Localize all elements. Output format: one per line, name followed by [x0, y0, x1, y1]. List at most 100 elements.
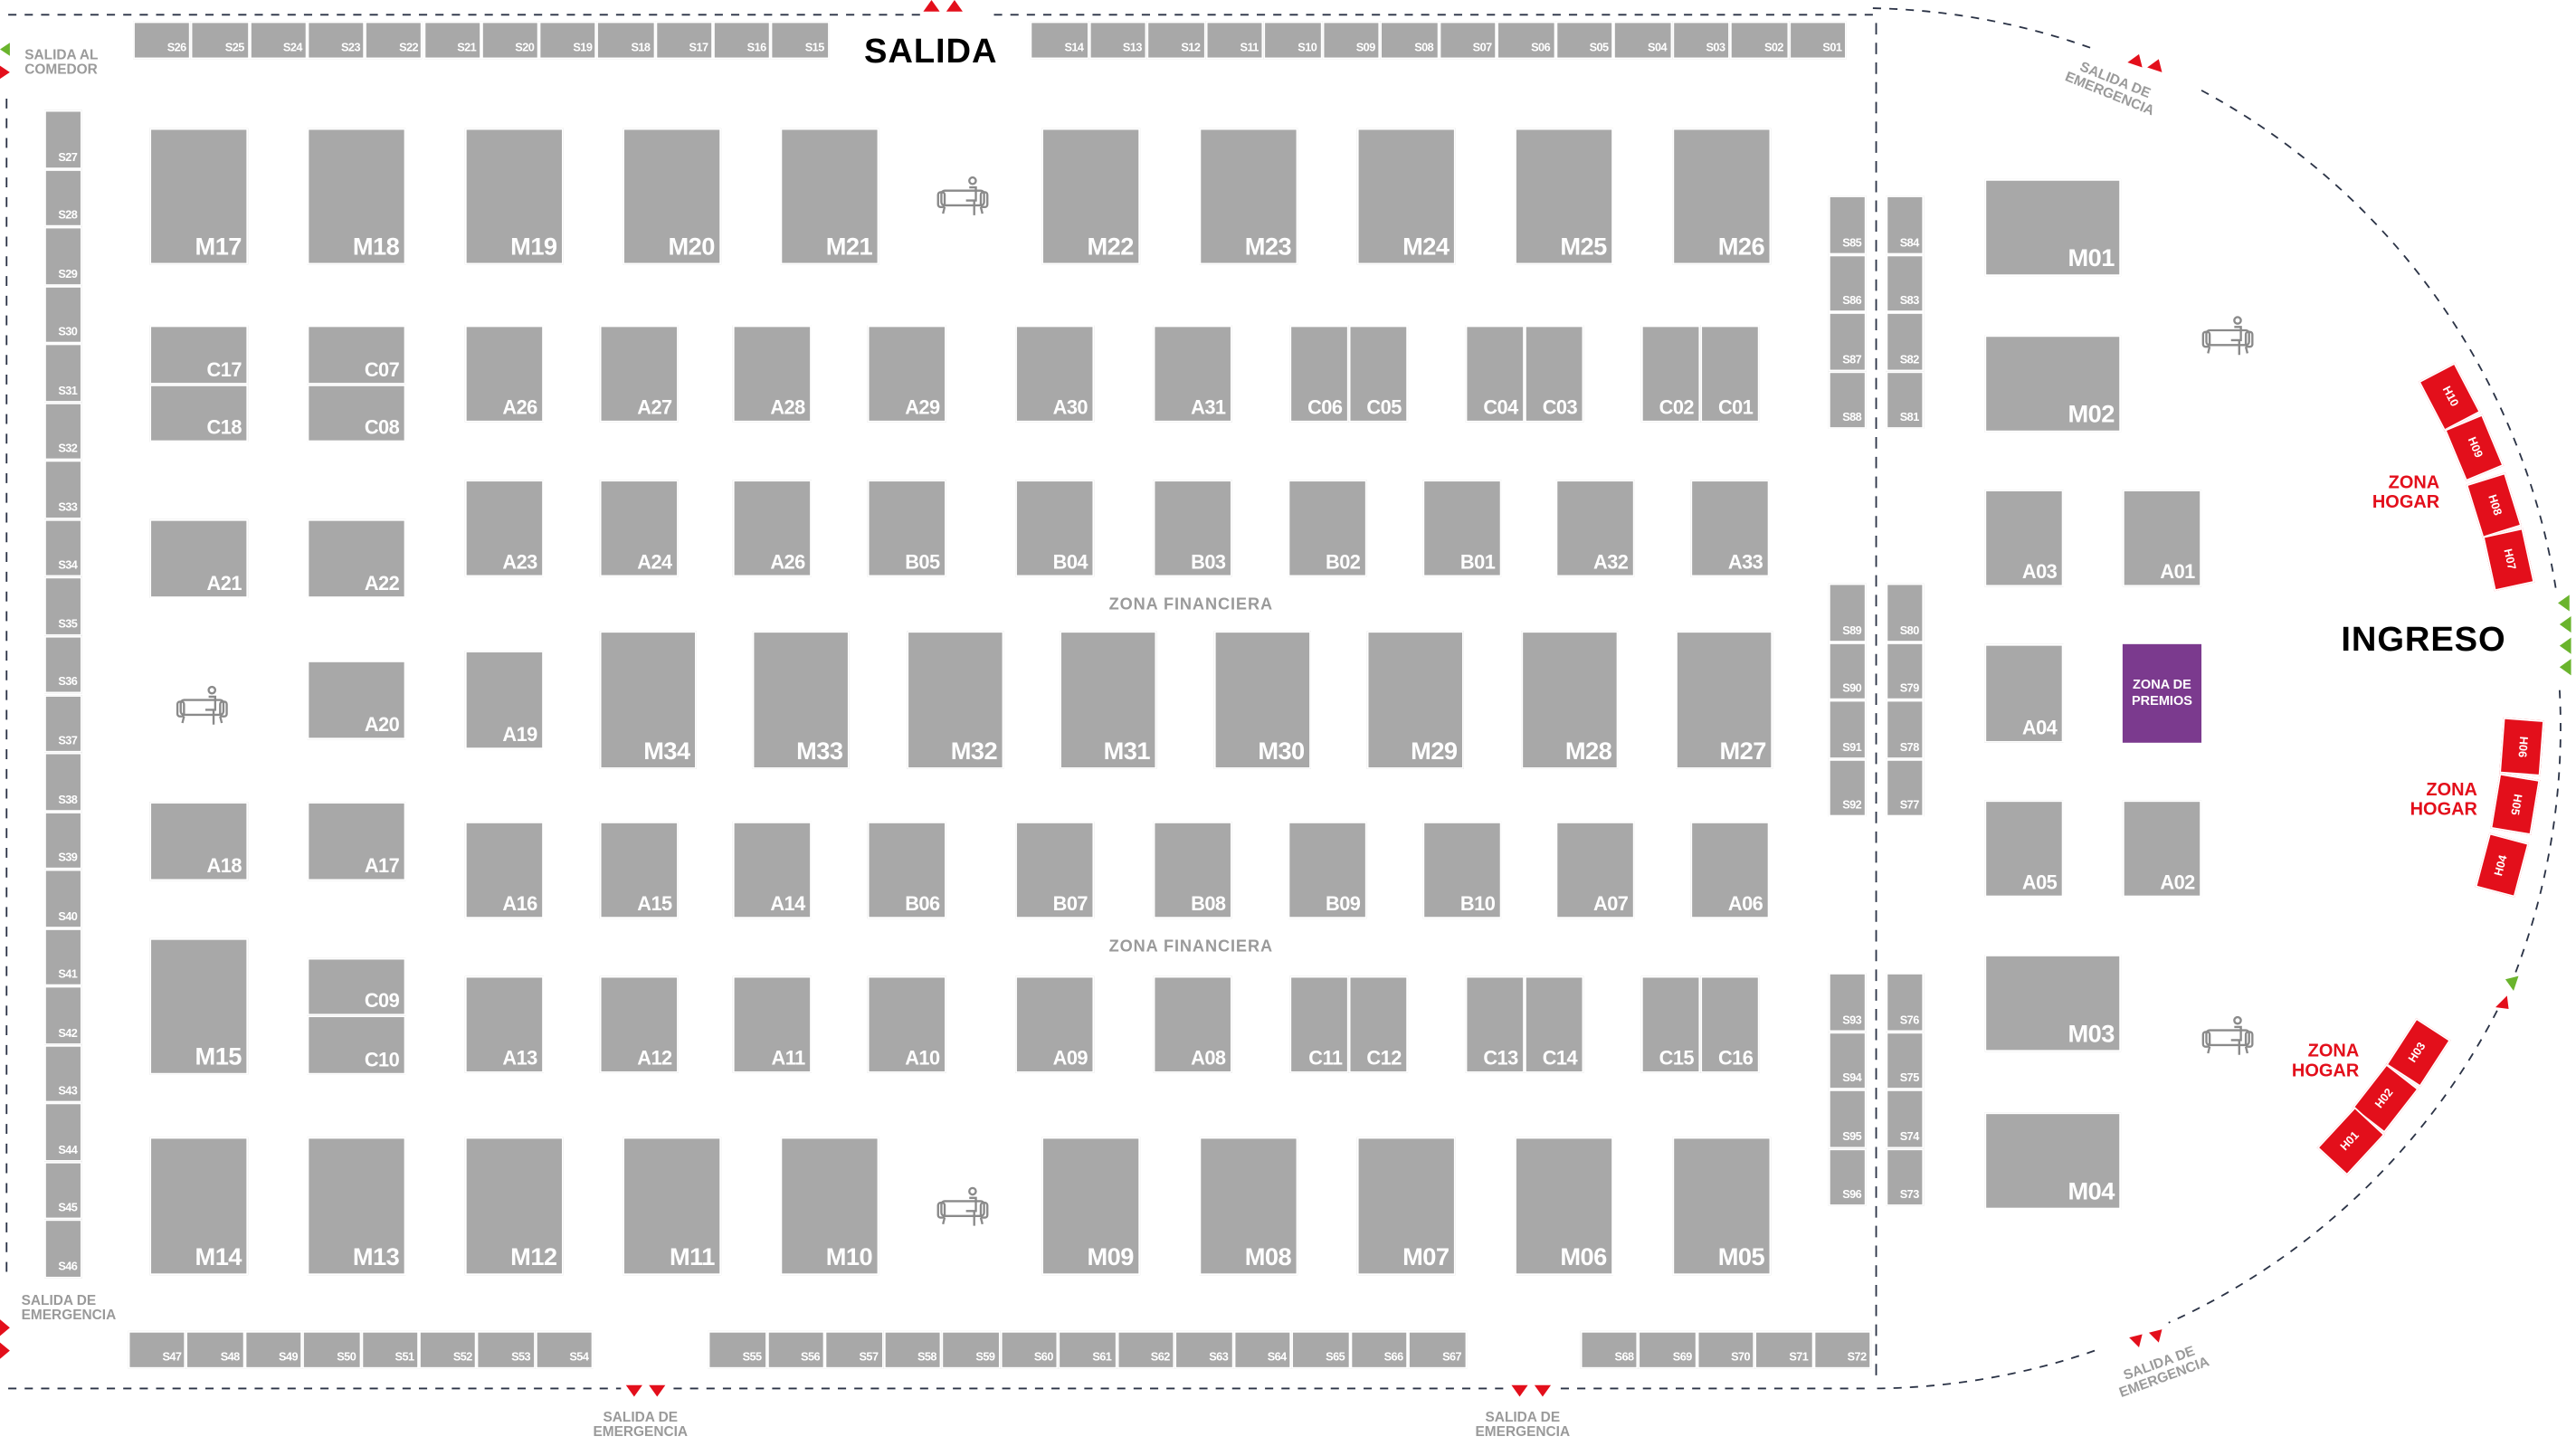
booth-s02[interactable]: S02: [1729, 21, 1789, 60]
booth-s06[interactable]: S06: [1497, 21, 1555, 60]
booth-s68[interactable]: S68: [1580, 1330, 1639, 1369]
booth-s60[interactable]: S60: [999, 1330, 1059, 1369]
booth-s35[interactable]: S35: [44, 577, 82, 636]
booth-c05[interactable]: C05: [1348, 325, 1409, 423]
booth-m14[interactable]: M14: [149, 1137, 249, 1276]
booth-m04[interactable]: M04: [1984, 1112, 2122, 1210]
booth-s80[interactable]: S80: [1886, 583, 1925, 642]
booth-a14[interactable]: A14: [732, 821, 812, 919]
booth-s83[interactable]: S83: [1886, 253, 1925, 313]
booth-s48[interactable]: S48: [185, 1330, 245, 1369]
booth-m25[interactable]: M25: [1515, 128, 1614, 265]
booth-s50[interactable]: S50: [302, 1330, 361, 1369]
booth-s20[interactable]: S20: [480, 21, 539, 60]
booth-b05[interactable]: B05: [867, 480, 946, 577]
booth-s16[interactable]: S16: [713, 21, 772, 60]
booth-s91[interactable]: S91: [1828, 699, 1867, 759]
booth-b03[interactable]: B03: [1153, 480, 1232, 577]
booth-s67[interactable]: S67: [1408, 1330, 1467, 1369]
booth-a28[interactable]: A28: [732, 325, 812, 423]
booth-s45[interactable]: S45: [44, 1161, 82, 1221]
booth-m03[interactable]: M03: [1984, 955, 2122, 1052]
booth-a17[interactable]: A17: [307, 802, 406, 881]
booth-m05[interactable]: M05: [1672, 1137, 1772, 1276]
booth-s74[interactable]: S74: [1886, 1089, 1925, 1148]
booth-s64[interactable]: S64: [1232, 1330, 1292, 1369]
booth-a07[interactable]: A07: [1555, 821, 1635, 919]
booth-m30[interactable]: M30: [1213, 631, 1311, 769]
booth-a08[interactable]: A08: [1153, 975, 1232, 1073]
booth-c03[interactable]: C03: [1524, 325, 1584, 423]
booth-a10[interactable]: A10: [867, 975, 946, 1073]
booth-s71[interactable]: S71: [1754, 1330, 1813, 1369]
booth-s23[interactable]: S23: [307, 21, 366, 60]
booth-m09[interactable]: M09: [1041, 1137, 1141, 1276]
booth-s36[interactable]: S36: [44, 635, 82, 695]
booth-s73[interactable]: S73: [1886, 1147, 1925, 1206]
booth-a04[interactable]: A04: [1984, 643, 2064, 743]
booth-s43[interactable]: S43: [44, 1044, 82, 1104]
booth-s17[interactable]: S17: [654, 21, 713, 60]
booth-s55[interactable]: S55: [708, 1330, 767, 1369]
booth-a02[interactable]: A02: [2122, 800, 2202, 898]
booth-c13[interactable]: C13: [1465, 975, 1525, 1073]
booth-c02[interactable]: C02: [1640, 325, 1701, 423]
booth-c16[interactable]: C16: [1700, 975, 1760, 1073]
booth-s01[interactable]: S01: [1788, 21, 1847, 60]
booth-a24[interactable]: A24: [599, 480, 679, 577]
booth-s59[interactable]: S59: [941, 1330, 1000, 1369]
booth-s09[interactable]: S09: [1321, 21, 1381, 60]
booth-a21[interactable]: A21: [149, 518, 249, 598]
booth-m28[interactable]: M28: [1521, 631, 1619, 769]
booth-s84[interactable]: S84: [1886, 195, 1925, 254]
booth-s76[interactable]: S76: [1886, 973, 1925, 1032]
booth-a03[interactable]: A03: [1984, 490, 2064, 587]
booth-m33[interactable]: M33: [752, 631, 850, 769]
booth-c10[interactable]: C10: [307, 1015, 406, 1075]
booth-s63[interactable]: S63: [1174, 1330, 1233, 1369]
booth-s28[interactable]: S28: [44, 168, 82, 227]
booth-s89[interactable]: S89: [1828, 583, 1867, 642]
booth-m11[interactable]: M11: [623, 1137, 722, 1276]
booth-m26[interactable]: M26: [1672, 128, 1772, 265]
booth-s88[interactable]: S88: [1828, 370, 1867, 429]
booth-m12[interactable]: M12: [464, 1137, 564, 1276]
booth-m34[interactable]: M34: [599, 631, 697, 769]
booth-a20[interactable]: A20: [307, 660, 406, 740]
booth-c08[interactable]: C08: [307, 384, 406, 442]
booth-s31[interactable]: S31: [44, 343, 82, 403]
booth-s94[interactable]: S94: [1828, 1031, 1867, 1089]
booth-a15[interactable]: A15: [599, 821, 679, 919]
booth-s42[interactable]: S42: [44, 985, 82, 1045]
booth-s93[interactable]: S93: [1828, 973, 1867, 1032]
booth-s37[interactable]: S37: [44, 694, 82, 753]
booth-s18[interactable]: S18: [596, 21, 655, 60]
booth-s15[interactable]: S15: [771, 21, 830, 60]
booth-s26[interactable]: S26: [133, 21, 192, 60]
booth-m19[interactable]: M19: [464, 128, 564, 265]
booth-m18[interactable]: M18: [307, 128, 406, 265]
booth-s61[interactable]: S61: [1058, 1330, 1117, 1369]
booth-a09[interactable]: A09: [1015, 975, 1095, 1073]
booth-s41[interactable]: S41: [44, 928, 82, 986]
booth-s39[interactable]: S39: [44, 811, 82, 870]
booth-c14[interactable]: C14: [1524, 975, 1584, 1073]
booth-s72[interactable]: S72: [1812, 1330, 1872, 1369]
booth-m13[interactable]: M13: [307, 1137, 406, 1276]
booth-s25[interactable]: S25: [191, 21, 250, 60]
booth-s69[interactable]: S69: [1638, 1330, 1697, 1369]
booth-c15[interactable]: C15: [1640, 975, 1701, 1073]
booth-s66[interactable]: S66: [1349, 1330, 1409, 1369]
booth-s40[interactable]: S40: [44, 869, 82, 928]
booth-a33[interactable]: A33: [1690, 480, 1770, 577]
booth-m17[interactable]: M17: [149, 128, 249, 265]
booth-m24[interactable]: M24: [1356, 128, 1456, 265]
booth-a30[interactable]: A30: [1015, 325, 1095, 423]
booth-c09[interactable]: C09: [307, 957, 406, 1016]
booth-c18[interactable]: C18: [149, 384, 249, 442]
booth-s58[interactable]: S58: [882, 1330, 942, 1369]
booth-m21[interactable]: M21: [780, 128, 879, 265]
booth-s56[interactable]: S56: [766, 1330, 825, 1369]
booth-m32[interactable]: M32: [907, 631, 1004, 769]
booth-s54[interactable]: S54: [535, 1330, 594, 1369]
